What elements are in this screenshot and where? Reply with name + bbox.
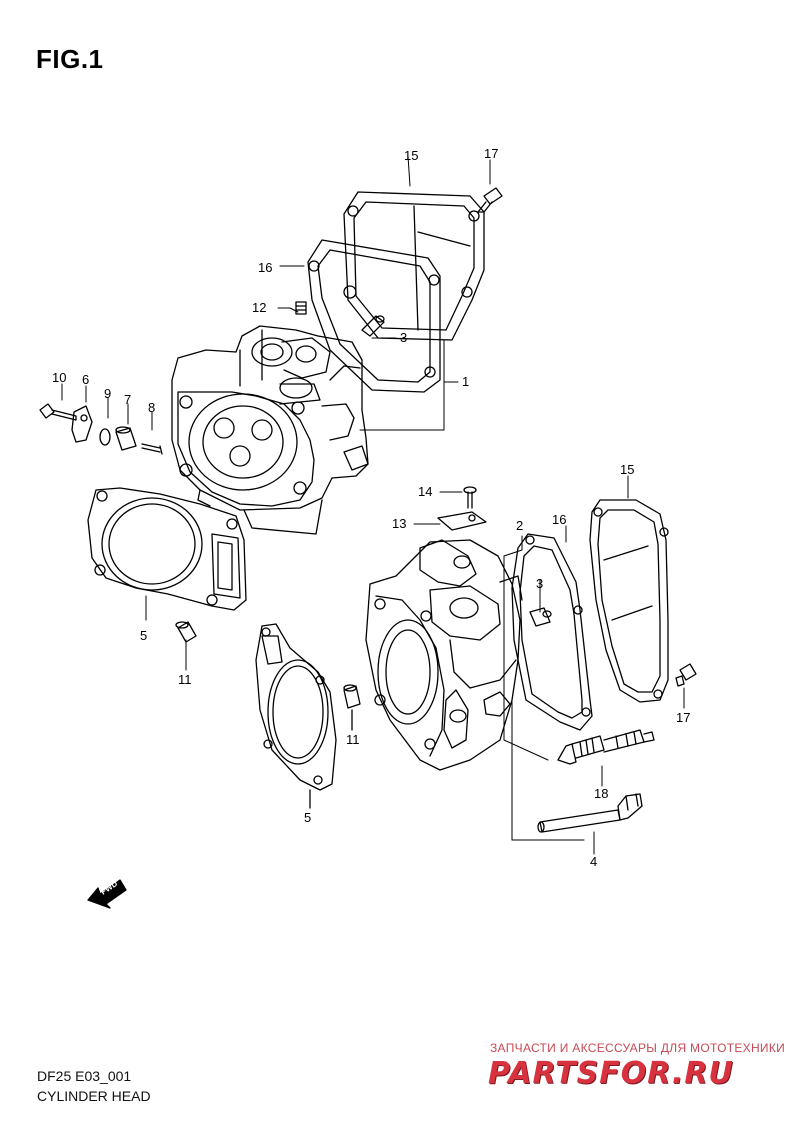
cylinder-head-lower [365,539,523,771]
figure-title: FIG.1 [36,44,104,74]
cover-gasket-lower [511,533,593,731]
dowel-pin-3-lower [529,607,552,627]
spark-plug-18 [557,729,655,765]
leader-lines-lower [413,475,685,855]
callout-18: 18 [594,786,608,801]
plate-13 [437,511,487,531]
bolt-17-lower [675,663,697,687]
bushing-7 [115,426,137,451]
callout-3-upper: 3 [400,330,407,345]
bolt-17-upper [477,187,503,213]
screw-14 [463,486,477,509]
cylinder-head-cover-upper [343,191,485,341]
dowel-11-middle [343,684,361,731]
cylinder-head-upper [171,325,369,535]
callout-4: 4 [590,854,597,869]
dowel-pin-3-upper [361,315,385,337]
callout-13: 13 [392,516,406,531]
cover-gasket-upper [307,239,441,393]
cylinder-head-cover-lower [589,499,669,703]
callout-7: 7 [124,392,131,407]
callout-14: 14 [418,484,432,499]
forward-direction-arrow: FWD [87,879,127,909]
callout-8: 8 [148,400,155,415]
callout-12: 12 [252,300,266,315]
callout-15-upper: 15 [404,148,418,163]
callout-11-middle: 11 [346,732,360,747]
bracket-6 [71,405,93,443]
callout-labels: 15 17 16 12 3 1 10 6 9 7 8 5 11 14 13 2 … [52,146,690,869]
leader-lines-upper [61,155,491,671]
callout-16-lower: 16 [552,512,566,527]
head-gasket-5-middle [255,623,337,809]
callout-9: 9 [104,386,111,401]
screw-8 [141,443,163,455]
callout-10: 10 [52,370,66,385]
callout-16-upper: 16 [258,260,272,275]
callout-5-left: 5 [140,628,147,643]
bolt-10 [39,403,77,421]
callout-11-left: 11 [178,672,192,687]
o-ring-9 [99,428,111,446]
callout-5-middle: 5 [304,810,311,825]
callout-2: 2 [516,518,523,533]
callout-1: 1 [462,374,469,389]
head-bolt-4 [537,793,643,833]
head-gasket-5-left [87,487,247,611]
watermark-tagline: ЗАПЧАСТИ И АКСЕССУАРЫ ДЛЯ МОТОТЕХНИКИ [490,1041,786,1055]
callout-3-lower: 3 [536,576,543,591]
callout-17-upper: 17 [484,146,498,161]
figure-code: DF25 E03_001 [37,1068,132,1084]
figure-name: CYLINDER HEAD [37,1088,151,1104]
dowel-11-left [175,621,197,643]
watermark-logo: PARTSFOR.RU [488,1056,734,1091]
callout-6: 6 [82,372,89,387]
callout-15-lower: 15 [620,462,634,477]
plug-12 [295,301,307,315]
callout-17-lower: 17 [676,710,690,725]
